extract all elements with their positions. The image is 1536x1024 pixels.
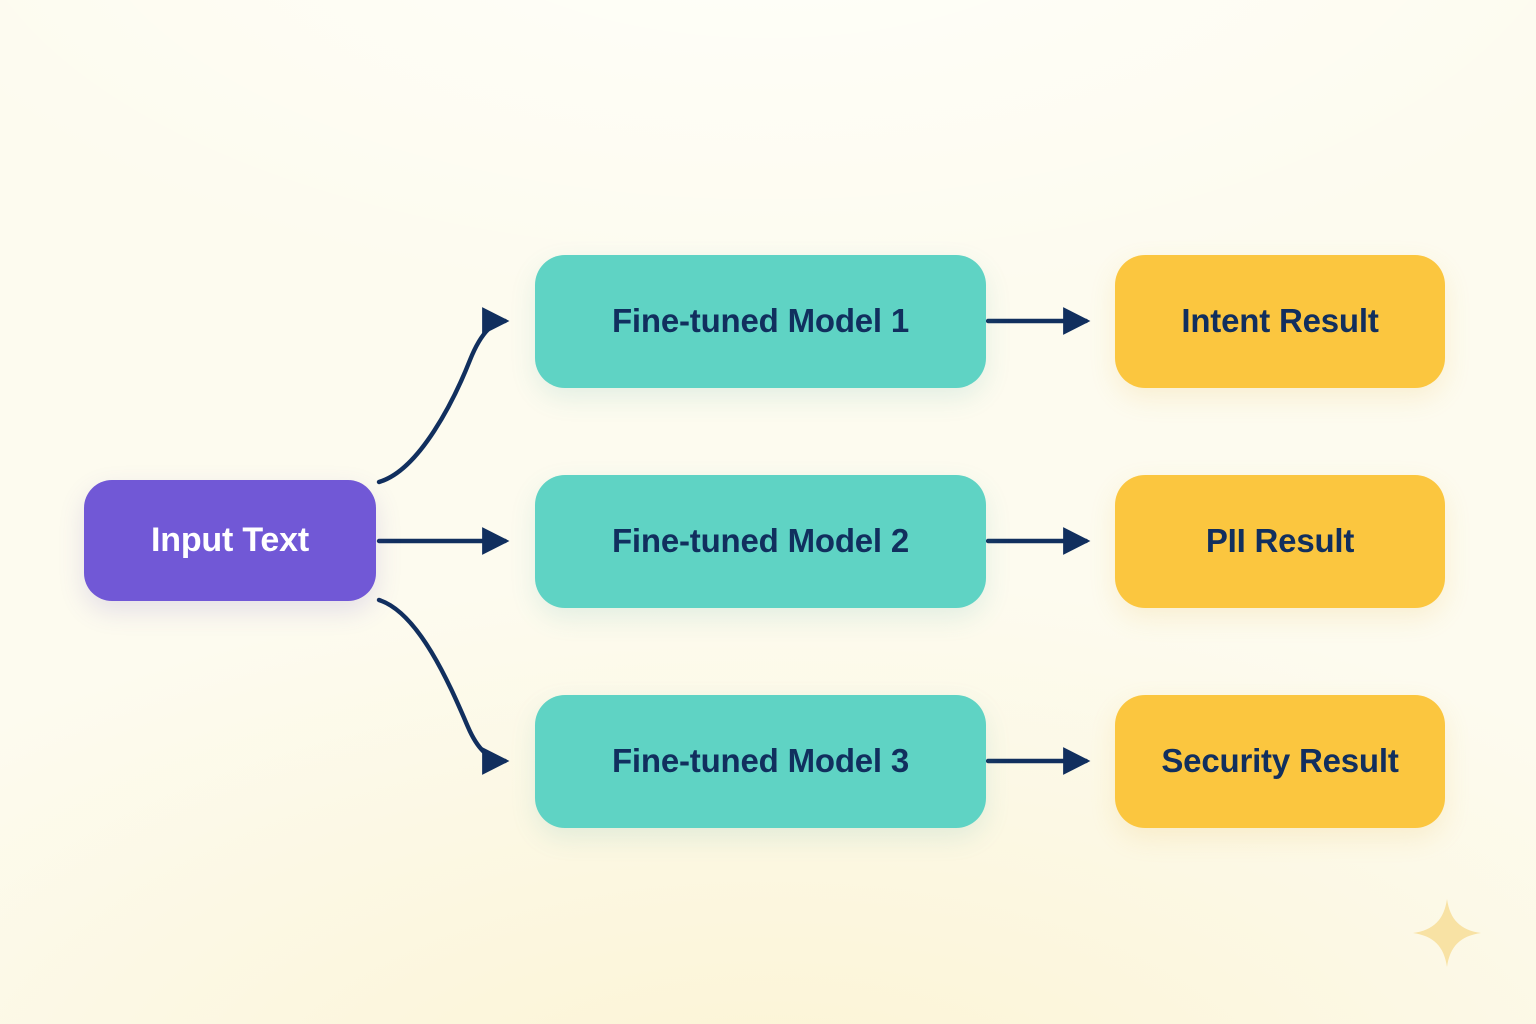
node-fine-tuned-model-2-label: Fine-tuned Model 2 xyxy=(611,522,910,560)
node-fine-tuned-model-3-label: Fine-tuned Model 3 xyxy=(611,742,910,780)
node-security-result[interactable]: Security Result xyxy=(1115,695,1445,828)
node-pii-result-label: PII Result xyxy=(1205,522,1355,560)
node-intent-result[interactable]: Intent Result xyxy=(1115,255,1445,388)
node-input-text-label: Input Text xyxy=(151,520,309,559)
node-input-text[interactable]: Input Text xyxy=(84,480,376,601)
node-intent-result-label: Intent Result xyxy=(1181,302,1379,340)
node-pii-result[interactable]: PII Result xyxy=(1115,475,1445,608)
node-fine-tuned-model-1-label: Fine-tuned Model 1 xyxy=(611,302,910,340)
node-fine-tuned-model-3[interactable]: Fine-tuned Model 3 xyxy=(535,695,986,828)
node-fine-tuned-model-2[interactable]: Fine-tuned Model 2 xyxy=(535,475,986,608)
sparkle-icon xyxy=(1412,898,1482,968)
edge-input-to-model-1 xyxy=(376,307,510,485)
node-security-result-label: Security Result xyxy=(1161,742,1399,780)
edge-input-to-model-3 xyxy=(376,597,510,775)
node-fine-tuned-model-1[interactable]: Fine-tuned Model 1 xyxy=(535,255,986,388)
